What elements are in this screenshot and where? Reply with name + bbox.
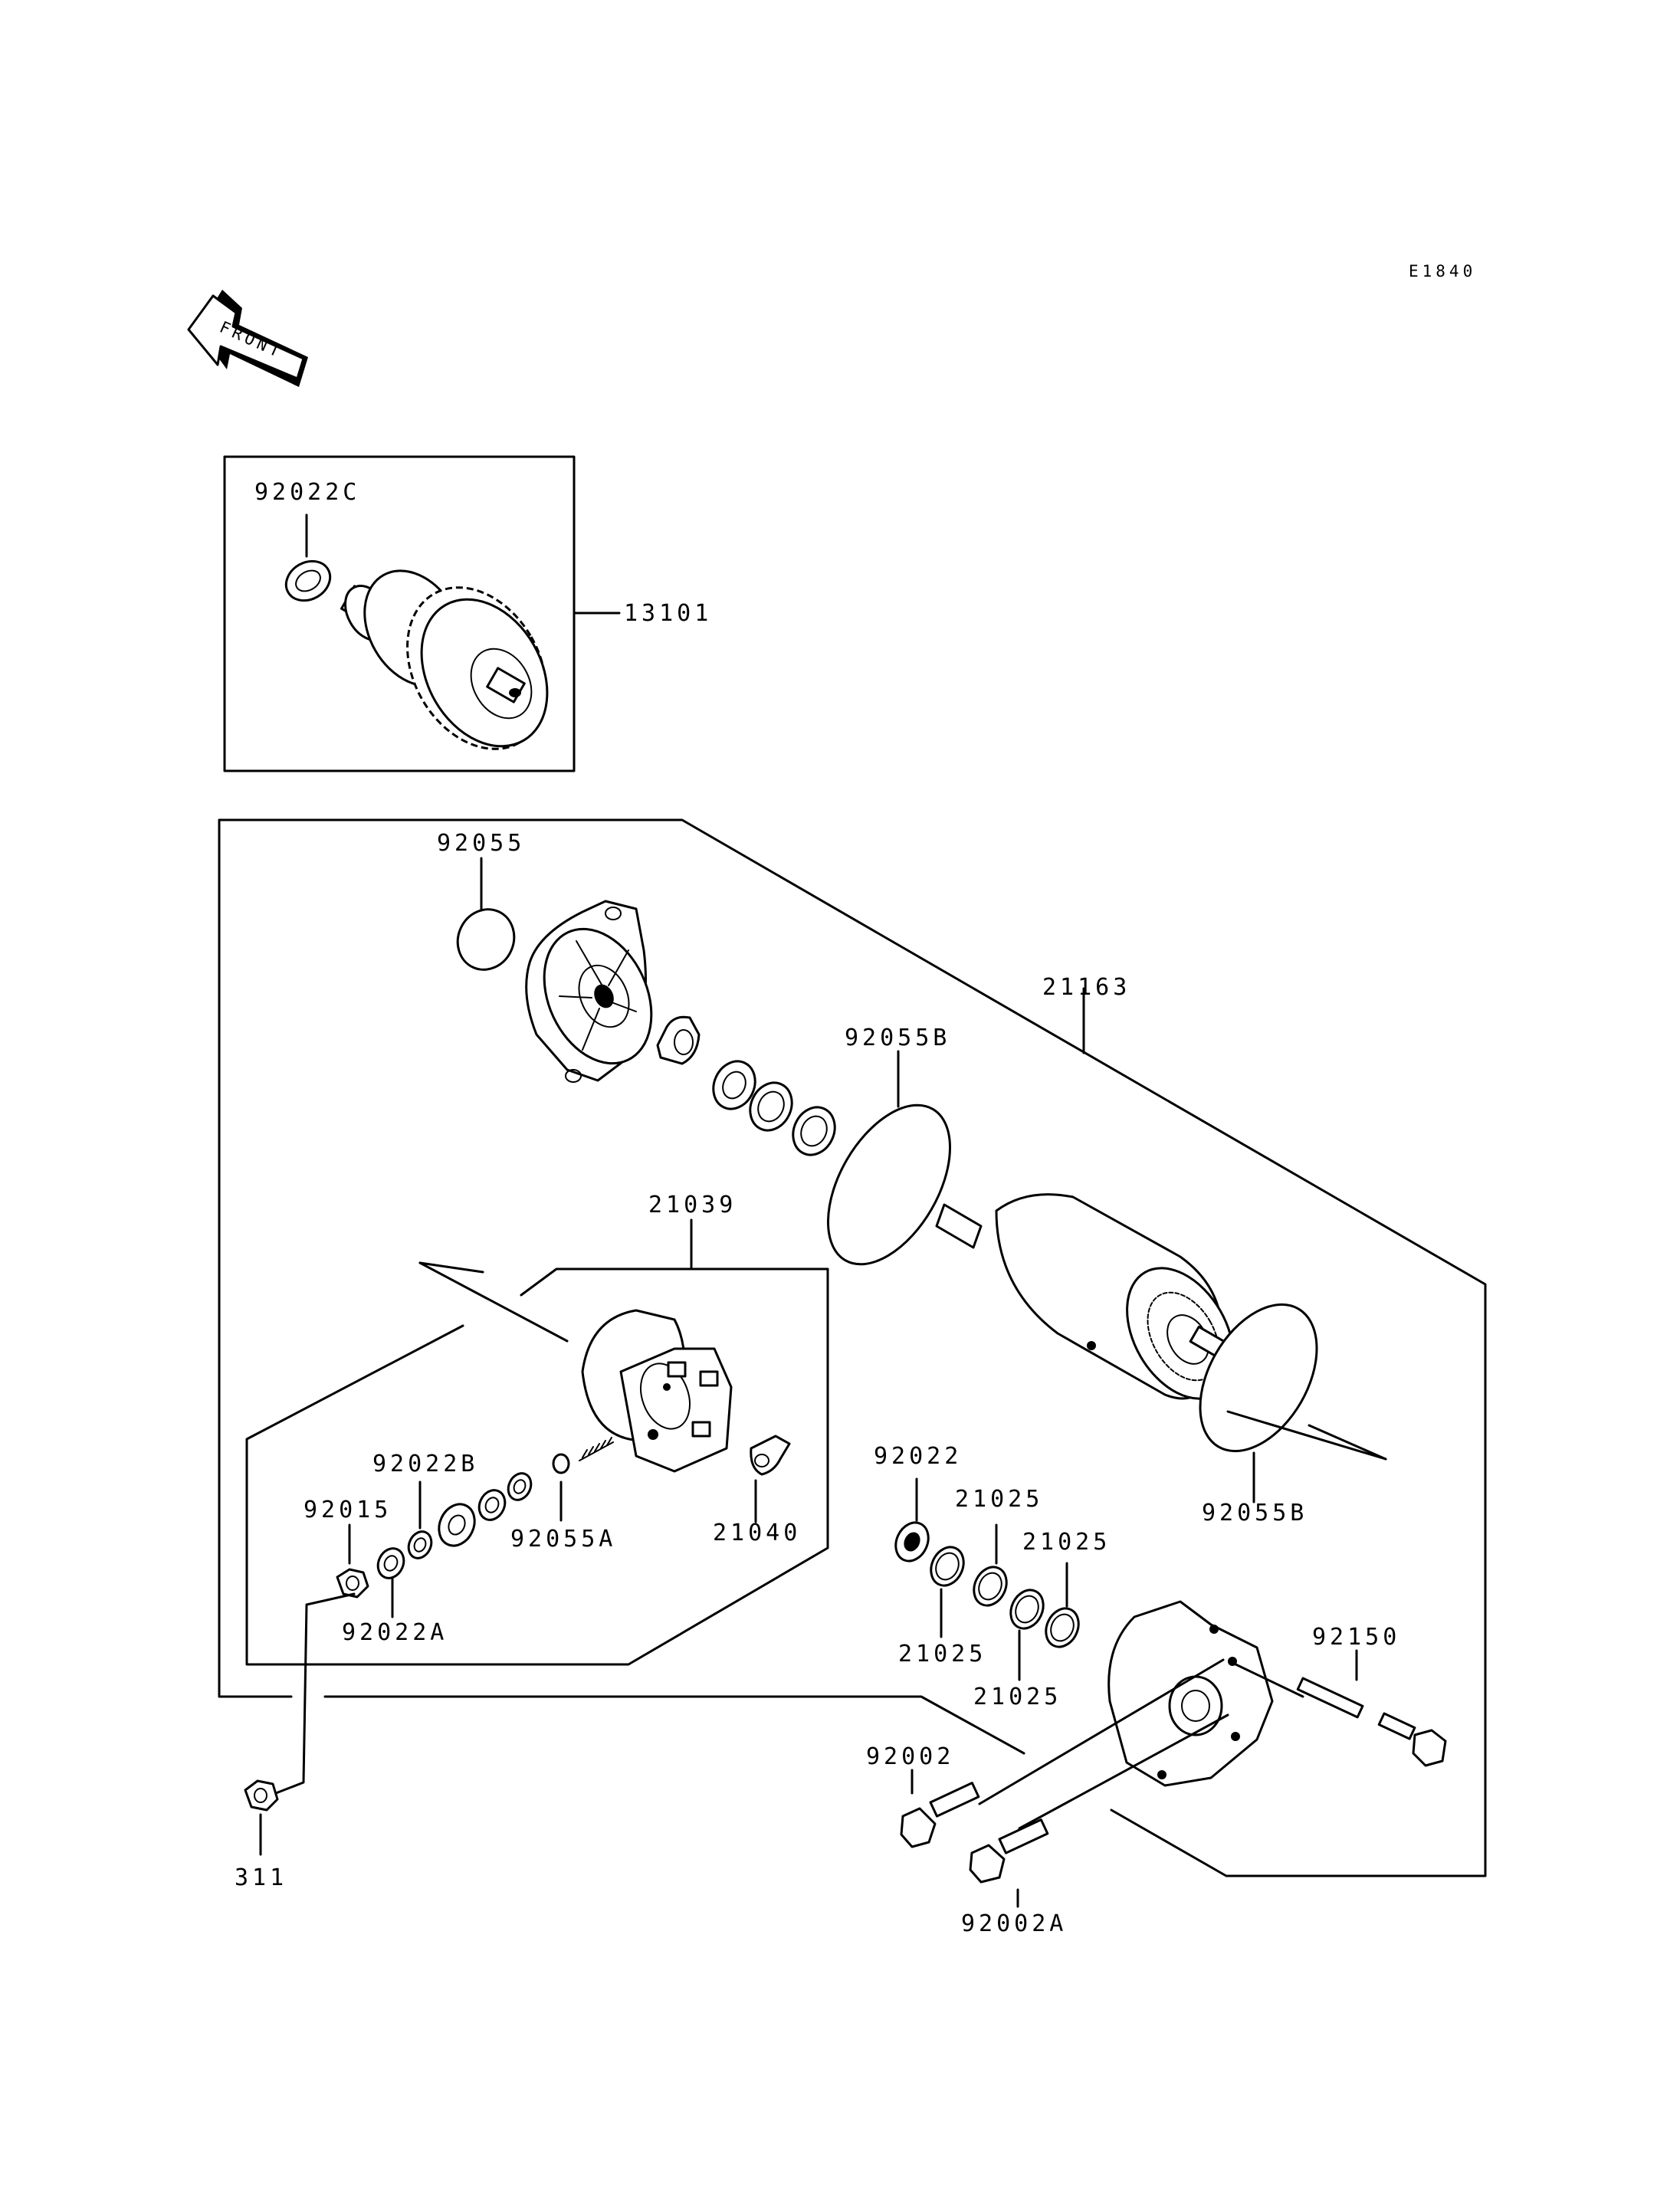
o-ring-92055B-bottom xyxy=(1199,1303,1318,1453)
bushing-plate xyxy=(656,1015,701,1065)
inner-axis-2 xyxy=(418,1261,569,1343)
starter-clutch-gear xyxy=(340,569,549,750)
starter-motor-outline-left xyxy=(218,818,293,1698)
washer-92022 xyxy=(894,1521,930,1562)
nut-92015 xyxy=(336,1568,369,1599)
label-21025-c: 21025 xyxy=(898,1641,986,1667)
label-92015: 92015 xyxy=(304,1497,392,1523)
brush-holder xyxy=(581,1309,733,1473)
label-21025-b: 21025 xyxy=(1022,1529,1111,1556)
bolt-92150-axis xyxy=(1228,1660,1304,1698)
label-92150: 92150 xyxy=(1312,1624,1400,1651)
o-ring-92055B-top xyxy=(826,1103,952,1266)
washer-large-1 xyxy=(712,1060,756,1110)
label-92055A: 92055A xyxy=(510,1526,616,1553)
label-92022C: 92022C xyxy=(254,479,360,506)
label-92055: 92055 xyxy=(437,830,525,857)
inner-axis-1 xyxy=(418,1261,484,1274)
bolt-92002A-axis xyxy=(1018,1713,1229,1830)
brush-plate-box xyxy=(245,1267,829,1666)
axis-line-right-2 xyxy=(1308,1424,1387,1461)
terminal-21040 xyxy=(750,1435,791,1476)
nut-311 xyxy=(244,1779,279,1812)
shim-21025-2 xyxy=(973,1566,1008,1607)
front-arrow-icon: FRONT xyxy=(187,290,308,387)
label-21039: 21039 xyxy=(648,1192,737,1218)
label-92055B-top: 92055B xyxy=(845,1025,950,1051)
label-92022B: 92022B xyxy=(372,1451,478,1477)
starter-motor-outline-bottom xyxy=(323,1695,1025,1755)
bolt-92150 xyxy=(1296,1677,1447,1767)
label-21040: 21040 xyxy=(713,1520,801,1546)
bolt-92002-axis xyxy=(978,1658,1225,1805)
label-21025-a: 21025 xyxy=(955,1486,1043,1513)
bolt-92002 xyxy=(900,1782,980,1848)
shim-21025-4 xyxy=(1045,1607,1080,1648)
label-311: 311 xyxy=(235,1864,287,1891)
shim-21025-1 xyxy=(930,1546,965,1587)
label-92022: 92022 xyxy=(874,1443,962,1470)
label-13101: 13101 xyxy=(624,600,712,627)
starter-motor-outline xyxy=(218,818,1487,1877)
front-cover xyxy=(525,900,653,1083)
label-92002A: 92002A xyxy=(961,1910,1067,1937)
label-21025-d: 21025 xyxy=(973,1684,1061,1710)
armature-yoke xyxy=(935,1193,1235,1400)
bolt-92002A xyxy=(969,1818,1049,1884)
label-92022A: 92022A xyxy=(342,1619,448,1646)
diagram-code: E1840 xyxy=(1409,262,1476,280)
rear-cover xyxy=(1107,1600,1274,1787)
shim-21025-3 xyxy=(1009,1589,1045,1630)
axis-line-right xyxy=(1226,1410,1387,1461)
washer-92022C xyxy=(284,559,332,602)
brush-spring xyxy=(579,1437,614,1461)
leader-311-connector xyxy=(274,1592,356,1795)
washer-stack xyxy=(376,1472,533,1579)
label-92055B-bottom: 92055B xyxy=(1202,1500,1308,1526)
washer-large-3 xyxy=(792,1106,836,1156)
label-21163: 21163 xyxy=(1042,974,1130,1001)
o-ring-92055 xyxy=(456,908,516,971)
washer-large-2 xyxy=(749,1081,793,1132)
o-ring-92055A xyxy=(552,1453,570,1474)
label-92002: 92002 xyxy=(866,1743,954,1770)
